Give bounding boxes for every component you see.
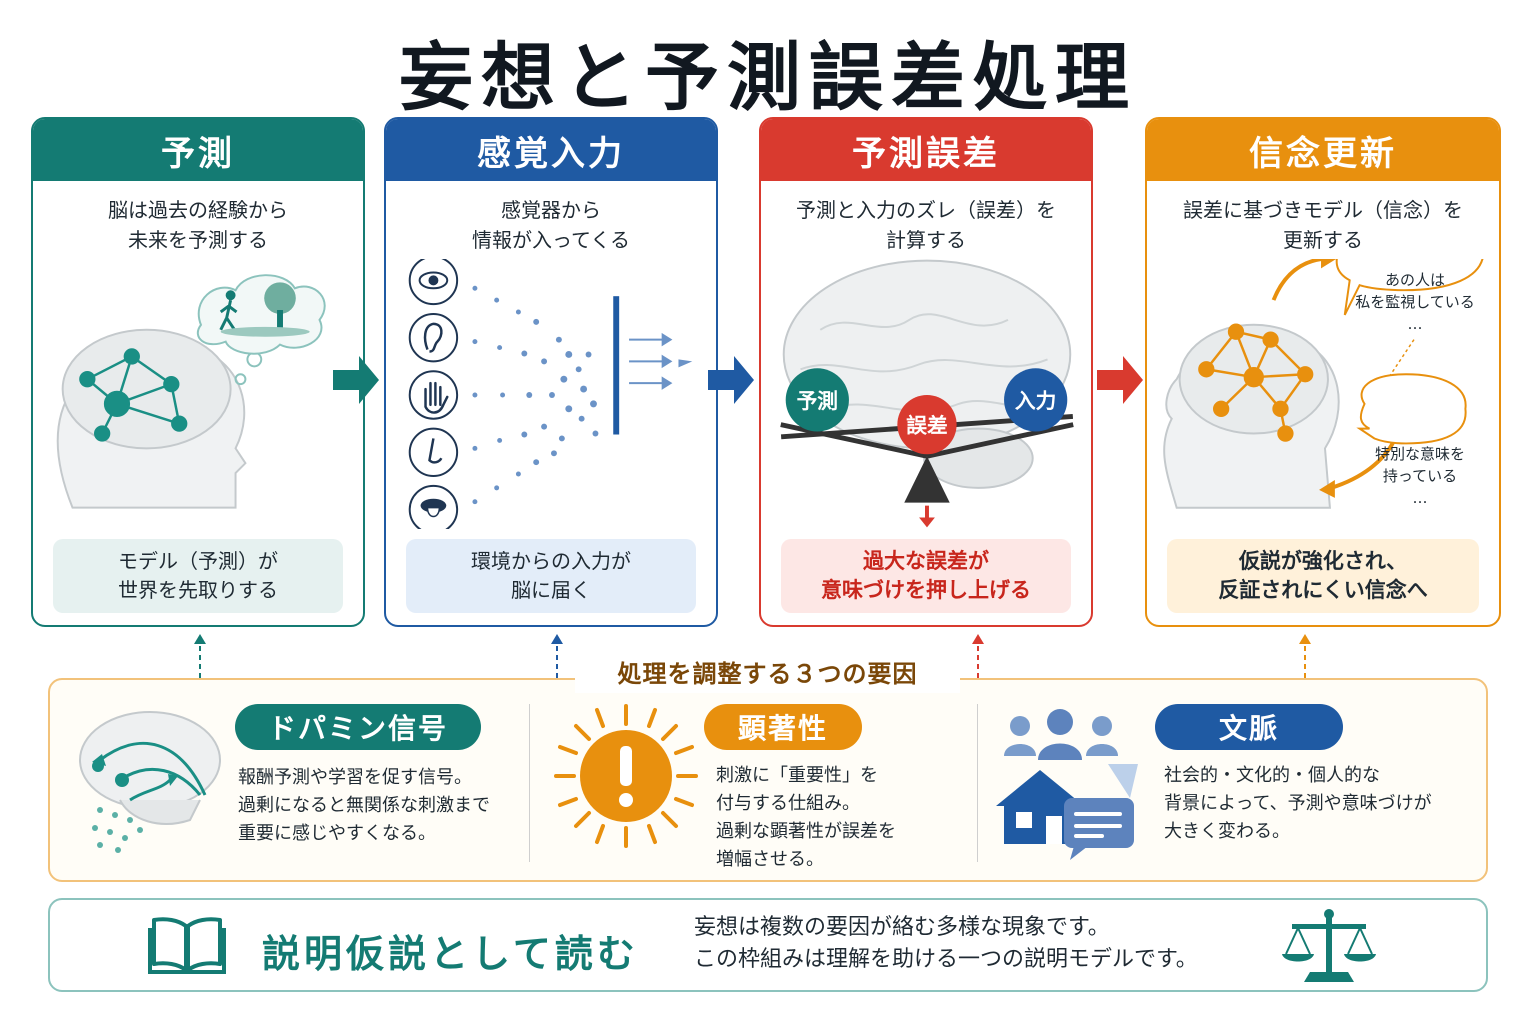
bottom-title: 説明仮説として読む [262,932,639,976]
error-right-label: 入力 [1015,389,1056,413]
sensory-input-illustration [408,259,693,529]
stage-desc: 感覚器から 情報が入ってくる [472,198,630,252]
factors-title: 処理を調整する３つの要因 [575,655,960,693]
factor-pill-dopamine: ドパミン信号 [235,704,481,750]
exclamation-sun-icon [554,704,698,848]
brain-prediction-illustration [56,274,326,509]
nose-icon [428,438,443,464]
stage-card-prediction: 予測 脳は過去の経験から 未来を予測する モデル（予測）が 世界を先取りする [31,117,365,627]
stage-foot: 仮説が強化され、 反証されにくい信念へ [1167,539,1479,613]
hand-icon [424,381,449,414]
flow-arrow-1 [333,356,379,404]
stage-card-prediction-error: 予測誤差 予測と入力のズレ（誤差）を 計算する 予測 誤差 入力 過大な誤差が … [759,117,1093,627]
connector-up-2 [551,634,563,678]
ear-icon [423,322,443,353]
error-balance-illustration: 予測 誤差 入力 [780,259,1074,528]
book-icon [148,917,226,974]
error-left-label: 予測 [797,389,838,413]
flow-arrow-2 [708,356,754,404]
stage-foot: モデル（予測）が 世界を先取りする [53,539,343,613]
bottom-text: 妄想は複数の要因が絡む多様な現象です。 この枠組みは理解を助ける一つの説明モデル… [694,915,1198,972]
balance-scale-icon [1282,909,1376,982]
stage-title: 信念更新 [1147,119,1499,181]
error-center-label: 誤差 [906,414,947,438]
page-title: 妄想と予測誤差処理 [399,35,1137,121]
stage-title: 予測誤差 [761,119,1091,181]
factor-text-salience: 刺激に「重要性」を 付与する仕組み。 過剰な顕著性が誤差を 増幅させる。 [716,765,896,870]
flow-arrow-3 [1097,356,1143,404]
tongue-icon [420,498,447,518]
factor-pill-salience: 顕著性 [704,704,862,750]
factor-text-context: 社会的・文化的・個人的な 背景によって、予測や意味づけが 大きく変わる。 [1164,765,1432,842]
connector-up-4 [1299,634,1311,678]
context-people-home-chat-illustration [996,709,1138,860]
stage-foot: 環境からの入力が 脳に届く [406,539,696,613]
belief-update-illustration [1163,259,1484,509]
stage-title: 予測 [33,119,363,181]
belief-bubble-surveillance: あの人は 私を監視している … [1355,271,1475,333]
factors-divider [529,704,530,862]
stage-card-sensory-input: 感覚入力 感覚器から 情報が入ってくる 環境からの入力が 脳に届く [384,117,718,627]
belief-bubble-special-meaning: 特別な意味を 持っている … [1374,445,1465,507]
stage-desc: 予測と入力のズレ（誤差）を 計算する [796,198,1056,252]
dopamine-brain-illustration [79,711,221,853]
stage-title: 感覚入力 [386,119,716,181]
eye-icon [418,271,449,290]
factor-pill-context: 文脈 [1155,704,1343,750]
connector-up-1 [194,634,206,678]
stage-desc: 脳は過去の経験から 未来を予測する [108,198,288,252]
factors-divider [977,704,978,862]
connector-up-3 [972,634,984,678]
stage-card-belief-update: 信念更新 誤差に基づきモデル（信念）を 更新する あの人は 私を監視している …… [1145,117,1501,627]
bottom-panel [48,898,1488,992]
stage-foot: 過大な誤差が 意味づけを押し上げる [781,539,1071,613]
factor-text-dopamine: 報酬予測や学習を促す信号。 過剰になると無関係な刺激まで 重要に感じやすくなる。 [238,767,490,844]
stage-desc: 誤差に基づきモデル（信念）を 更新する [1183,198,1463,252]
